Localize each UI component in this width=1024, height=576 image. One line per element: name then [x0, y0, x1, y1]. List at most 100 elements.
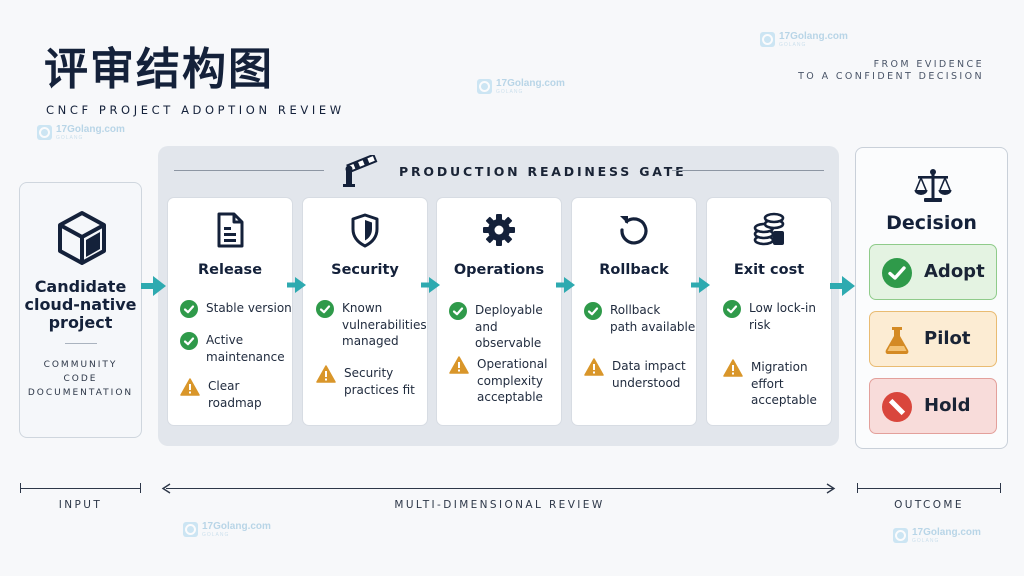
- criterion-text: Clear roadmap: [208, 379, 262, 410]
- dimension-title: Exit cost: [733, 262, 805, 278]
- criterion-text: practices fit: [344, 382, 415, 397]
- criterion-item: Stable version: [180, 300, 292, 318]
- criterion-text: Migration: [751, 360, 808, 374]
- bracket-tick: [1000, 483, 1001, 493]
- dimension-title: Operations: [453, 262, 545, 278]
- watermark-subtext: GOLANG: [56, 135, 84, 141]
- criterion-text: Known: [342, 301, 383, 315]
- input-label: INPUT: [58, 499, 103, 511]
- watermark-subtext: GOLANG: [912, 538, 940, 544]
- source-item: COMMUNITY: [43, 360, 118, 370]
- decision-option-label: Hold: [924, 395, 971, 416]
- criterion-text: complexity: [477, 373, 543, 388]
- criterion-text: understood: [612, 375, 681, 390]
- warning-icon: [316, 365, 336, 383]
- criterion-text: risk: [749, 317, 771, 332]
- review-label: MULTI-DIMENSIONAL REVIEW: [394, 499, 605, 511]
- watermark-text: 17Golang.com: [779, 31, 848, 42]
- criterion-text: Low lock-in: [749, 301, 816, 315]
- check-circle-icon: [882, 258, 912, 288]
- bracket-tick: [140, 483, 141, 493]
- arrow-left-icon: [161, 483, 171, 494]
- warning-icon: [180, 378, 200, 396]
- bracket-tick: [20, 483, 21, 493]
- criterion-text: Security: [344, 366, 394, 380]
- gate-title: PRODUCTION READINESS GATE: [399, 164, 687, 179]
- coins-icon: [707, 212, 831, 248]
- check-circle-icon: [723, 300, 741, 318]
- input-sources: COMMUNITY CODE DOCUMENTATION: [20, 358, 141, 400]
- bracket-tick: [857, 483, 858, 493]
- input-card: Candidate cloud-native project COMMUNITY…: [19, 182, 142, 438]
- tagline-line-1: FROM EVIDENCE: [873, 59, 984, 70]
- cube-icon: [58, 211, 106, 265]
- bracket-line: [20, 488, 141, 489]
- tagline: FROM EVIDENCE TO A CONFIDENT DECISION: [798, 59, 984, 83]
- page-subtitle: CNCF PROJECT ADOPTION REVIEW: [46, 103, 345, 117]
- watermark-text: 17Golang.com: [496, 78, 565, 89]
- criterion-text: acceptable: [477, 390, 543, 404]
- gear-icon: [437, 212, 561, 248]
- gate-rule-left: [174, 170, 324, 171]
- criterion-item: Clear roadmap: [180, 378, 292, 411]
- criterion-text: path available: [610, 319, 696, 334]
- shield-icon: [303, 212, 427, 248]
- flow-arrow-icon: [556, 277, 575, 293]
- check-circle-icon: [180, 300, 198, 318]
- decision-option-label: Pilot: [924, 328, 971, 349]
- decision-option-hold: Hold: [869, 378, 997, 434]
- barrier-gate-icon: [343, 155, 378, 187]
- watermark-logo-icon: [183, 522, 198, 537]
- watermark-text: 17Golang.com: [912, 527, 981, 538]
- criterion-text: Stable version: [206, 301, 292, 315]
- input-title: Candidate cloud-native project: [20, 278, 141, 332]
- scale-icon: [914, 169, 952, 202]
- dimension-card-exit-cost: Exit cost Low lock-in risk Migration effor…: [706, 197, 832, 426]
- input-title-line: cloud-native: [24, 295, 137, 314]
- criterion-text: maintenance: [206, 349, 285, 364]
- flow-arrow-icon: [830, 276, 855, 296]
- input-title-line: project: [48, 313, 113, 332]
- watermark-subtext: GOLANG: [202, 532, 230, 538]
- watermark-subtext: GOLANG: [496, 89, 524, 95]
- warning-icon: [449, 356, 469, 374]
- source-item: DOCUMENTATION: [27, 388, 134, 398]
- rollback-arrow-icon: [572, 212, 696, 248]
- dimension-title: Release: [197, 262, 263, 278]
- watermark-logo-icon: [477, 79, 492, 94]
- bracket-line: [857, 488, 1001, 489]
- criterion-text: vulnerabilities: [342, 317, 427, 332]
- flow-arrow-icon: [141, 276, 166, 296]
- criterion-text: effort: [751, 376, 784, 391]
- tagline-line-2: TO A CONFIDENT DECISION: [798, 71, 984, 82]
- watermark-logo-icon: [760, 32, 775, 47]
- flow-arrow-icon: [287, 277, 306, 293]
- bracket-line: [166, 488, 833, 489]
- watermark-text: 17Golang.com: [56, 124, 125, 135]
- criterion-item: Low lock-in risk: [723, 300, 816, 333]
- gate-rule-right: [672, 170, 824, 171]
- watermark-logo-icon: [37, 125, 52, 140]
- page-title: 评审结构图: [44, 44, 274, 95]
- source-item: CODE: [63, 374, 98, 384]
- decision-option-adopt: Adopt: [869, 244, 997, 300]
- divider: [65, 343, 97, 344]
- flow-arrow-icon: [421, 277, 440, 293]
- flow-arrow-icon: [691, 277, 710, 293]
- warning-icon: [723, 359, 743, 377]
- document-icon: [168, 212, 292, 248]
